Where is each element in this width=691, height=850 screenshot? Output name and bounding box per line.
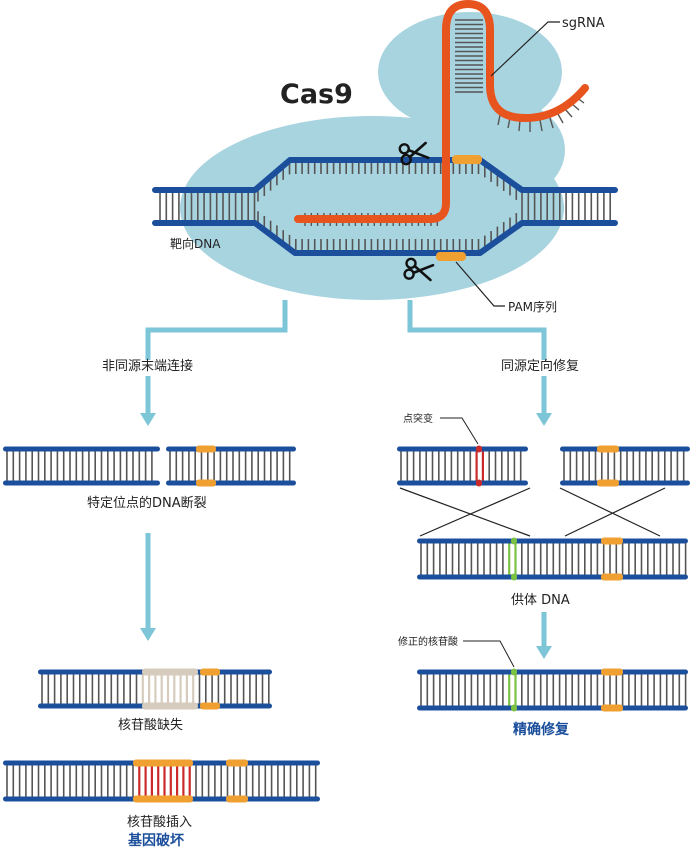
sgrna-strand	[294, 0, 589, 226]
hdr-label: 同源定向修复	[501, 358, 579, 374]
backbone-bottom	[397, 480, 528, 486]
pam-mark	[597, 479, 619, 487]
hdr-arrowhead-2	[536, 646, 552, 659]
sgrna-base	[497, 114, 501, 126]
pam-label: PAM序列	[508, 299, 557, 314]
cas9-protein	[180, 12, 565, 300]
pam-mark	[597, 445, 619, 453]
donor-dna	[417, 537, 688, 581]
point-mutation-label: 点突变	[403, 412, 433, 425]
pam-leader-line	[455, 261, 505, 307]
crossover-lines	[399, 487, 666, 537]
chromosome-left	[397, 445, 528, 487]
nucleotide-deletion-label: 核苷酸缺失	[118, 718, 183, 733]
pam-mark	[196, 445, 216, 453]
backbone-bottom	[3, 480, 160, 486]
corrected-mark	[511, 573, 517, 581]
target-dna-label: 靶向DNA	[170, 236, 221, 251]
backbone-top	[3, 446, 160, 452]
backbone-bottom	[417, 574, 688, 580]
chromosome-right	[560, 445, 690, 487]
pam-mark	[226, 795, 248, 803]
deletion-dna	[38, 668, 272, 710]
pam-mark	[601, 668, 623, 676]
corrected-mark	[511, 704, 517, 712]
broken-dna-right	[166, 445, 296, 487]
corrected-mark	[511, 537, 517, 545]
deleted-segment	[142, 668, 198, 676]
scissors-icon-bottom	[403, 257, 435, 282]
pam-mark	[601, 573, 623, 581]
backbone-top	[417, 538, 688, 544]
pam-mark	[601, 537, 623, 545]
nhej-arrowhead-1	[140, 413, 156, 426]
gene-disruption-label: 基因破坏	[128, 832, 184, 849]
nucleotide-insertion-label: 核苷酸插入	[127, 815, 192, 830]
sgrna-base	[518, 119, 521, 132]
backbone-top	[166, 446, 296, 452]
pam-mark	[200, 668, 220, 676]
corrected-nucleotide-leader	[463, 640, 515, 668]
backbone-bottom	[417, 705, 688, 711]
repaired-dna	[417, 668, 688, 712]
precise-repair-label: 精确修复	[513, 721, 570, 738]
hdr-arrowhead-1	[536, 413, 552, 426]
broken-dna-left	[3, 446, 160, 486]
hdr-pathway-arrow	[407, 300, 547, 360]
nhej-pathway-arrow	[145, 300, 288, 360]
corrected-nucleotide-label: 修正的核苷酸	[398, 635, 458, 648]
backbone-bottom	[166, 480, 296, 486]
sgrna-label: sgRNA	[562, 16, 605, 31]
sgrna-base	[539, 119, 543, 132]
sgrna-base	[549, 117, 554, 129]
insertion-dna	[3, 759, 320, 803]
corrected-mark	[511, 668, 517, 676]
pam-mark	[601, 704, 623, 712]
pam-mark	[196, 479, 216, 487]
strand-top	[152, 157, 618, 193]
pam-marker-bottom	[436, 252, 466, 261]
backbone-top	[417, 669, 688, 675]
backbone-top	[560, 446, 690, 452]
cas9-label: Cas9	[280, 79, 353, 110]
nhej-label: 非同源末端连接	[102, 358, 193, 374]
pam-mark	[226, 759, 248, 767]
point-mutation-leader	[440, 417, 479, 445]
target-dna-helix	[152, 157, 618, 256]
mutation-mark	[476, 479, 482, 487]
sgrna-base	[557, 113, 564, 124]
mutation-mark	[476, 445, 482, 453]
strand-bottom	[152, 220, 618, 256]
pam-mark	[200, 702, 220, 710]
sgrna-leader-line	[490, 21, 560, 77]
inserted-segment	[133, 795, 193, 803]
deleted-segment	[142, 702, 198, 710]
inserted-segment	[133, 759, 193, 767]
backbone-top	[397, 446, 528, 452]
dna-ladders	[3, 445, 690, 803]
dsb-label: 特定位点的DNA断裂	[87, 495, 207, 511]
donor-dna-label: 供体 DNA	[511, 593, 570, 608]
sgrna-backbone	[294, 0, 589, 223]
pam-marker-top	[452, 155, 482, 164]
backbone-bottom	[560, 480, 690, 486]
scissors-icon-top	[398, 141, 430, 166]
sgrna-base	[564, 108, 573, 118]
nhej-arrowhead-2	[140, 628, 156, 641]
